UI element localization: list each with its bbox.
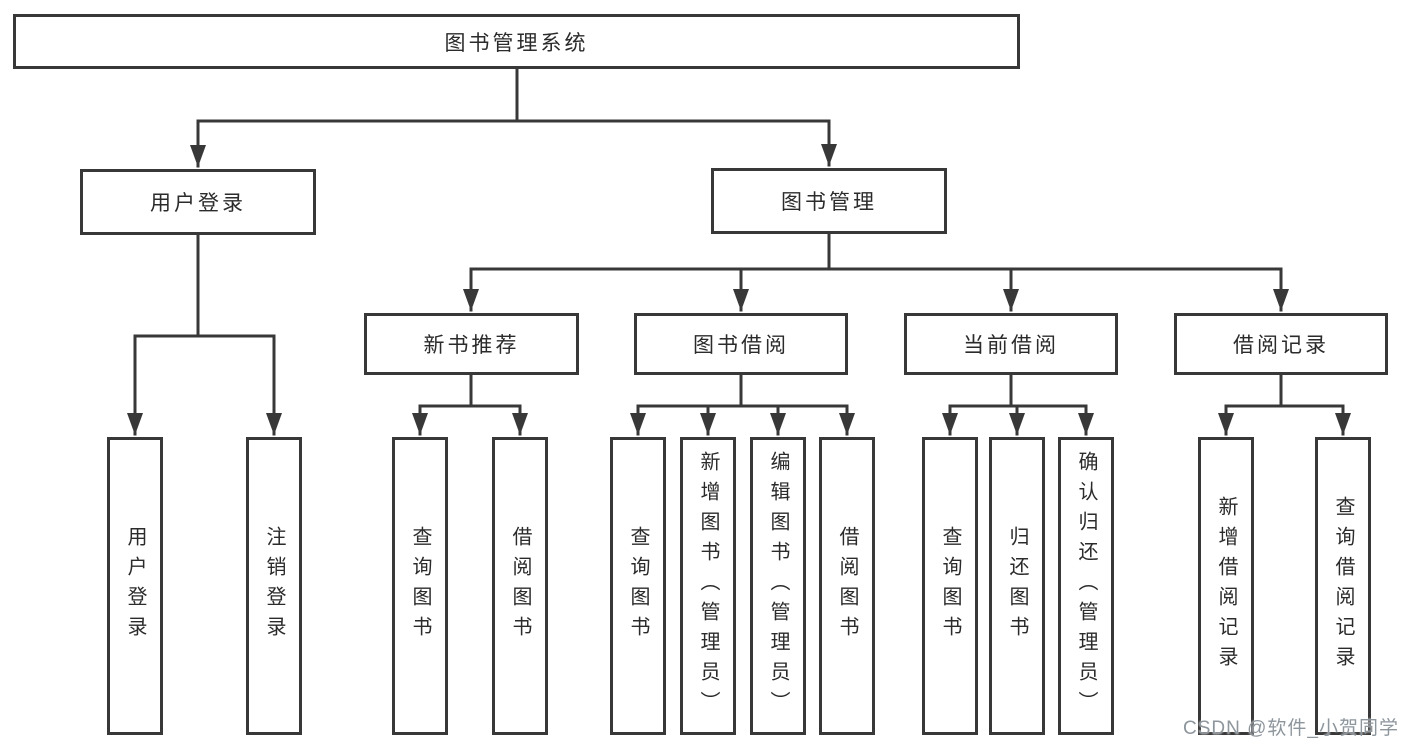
connector-user-login-children: [127, 233, 282, 436]
node-label: 确认归还（管理员）: [1075, 451, 1097, 721]
leaf-query-books-current: 查询图书: [922, 437, 978, 735]
node-label: 查询图书: [409, 526, 431, 646]
node-label: 归还图书: [1006, 526, 1028, 646]
node-label: 查询图书: [627, 526, 649, 646]
node-book-borrowing: 图书借阅: [634, 313, 848, 375]
connector-root-to-level2: [190, 67, 837, 168]
node-book-management: 图书管理: [711, 168, 947, 234]
leaf-confirm-return-admin: 确认归还（管理员）: [1058, 437, 1114, 735]
node-label: 图书借阅: [693, 334, 789, 357]
connector-book-borrowing-children: [630, 373, 855, 436]
node-label: 新增借阅记录: [1215, 496, 1237, 676]
leaf-return-books: 归还图书: [989, 437, 1045, 735]
connector-borrowing-records-children: [1218, 373, 1351, 436]
node-label: 编辑图书（管理员）: [767, 451, 789, 721]
node-label: 图书管理系统: [444, 31, 589, 55]
node-label: 借阅记录: [1233, 334, 1329, 357]
node-label: 查询借阅记录: [1332, 496, 1354, 676]
node-label: 当前借阅: [963, 334, 1059, 357]
node-borrowing-records: 借阅记录: [1174, 313, 1388, 375]
node-label: 借阅图书: [836, 526, 858, 646]
node-label: 借阅图书: [509, 526, 531, 646]
node-library-system: 图书管理系统: [13, 14, 1020, 69]
node-label: 注销登录: [263, 526, 285, 646]
node-label: 用户登录: [150, 192, 246, 215]
leaf-add-borrow-record: 新增借阅记录: [1198, 437, 1254, 735]
node-label: 图书管理: [781, 191, 877, 214]
leaf-query-borrow-record: 查询借阅记录: [1315, 437, 1371, 735]
leaf-borrow-books-recommend: 借阅图书: [492, 437, 548, 735]
node-label: 查询图书: [939, 526, 961, 646]
leaf-query-books-recommend: 查询图书: [392, 437, 448, 735]
connector-book-management-children: [463, 232, 1289, 312]
node-current-borrowing: 当前借阅: [904, 313, 1118, 375]
node-label: 用户登录: [124, 526, 146, 646]
leaf-edit-books-admin: 编辑图书（管理员）: [750, 437, 806, 735]
leaf-query-books-borrowing: 查询图书: [610, 437, 666, 735]
leaf-add-books-admin: 新增图书（管理员）: [680, 437, 736, 735]
node-label: 新增图书（管理员）: [697, 451, 719, 721]
connector-new-book-recommend-children: [412, 373, 528, 436]
node-new-book-recommend: 新书推荐: [364, 313, 579, 375]
node-user-login: 用户登录: [80, 169, 316, 235]
leaf-borrow-books: 借阅图书: [819, 437, 875, 735]
watermark: CSDN @软件_小贺同学: [1183, 718, 1399, 739]
leaf-logout: 注销登录: [246, 437, 302, 735]
connector-current-borrowing-children: [942, 373, 1094, 436]
node-label: 新书推荐: [423, 334, 520, 357]
leaf-user-login: 用户登录: [107, 437, 163, 735]
